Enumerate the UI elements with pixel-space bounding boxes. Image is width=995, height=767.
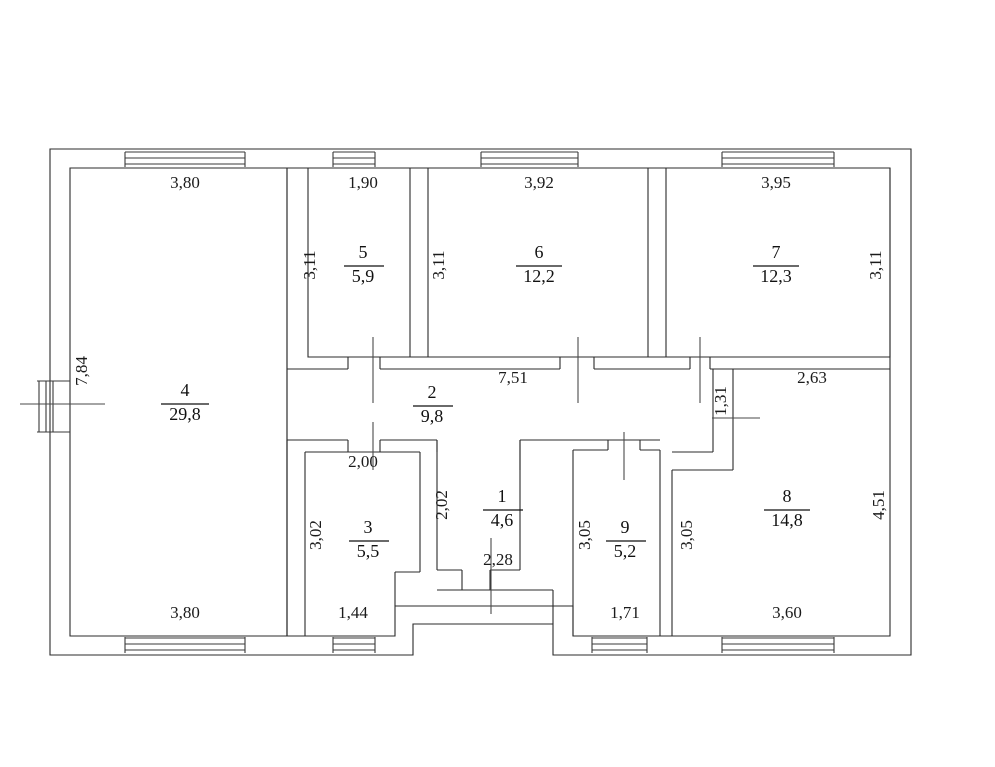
room-area: 12,3	[760, 266, 792, 286]
dim-room5-width: 1,90	[348, 173, 378, 192]
window-room4-top	[124, 151, 246, 167]
dim-room9-height-left: 3,05	[575, 520, 594, 550]
window-room3-bottom	[332, 637, 376, 653]
dim-room4-bottom-width: 3,80	[170, 603, 200, 622]
room-label-3: 35,5	[349, 517, 389, 561]
dim-corridor-length: 7,51	[498, 368, 528, 387]
room-number: 2	[428, 382, 437, 402]
dim-room4-top-width: 3,80	[170, 173, 200, 192]
room-area: 14,8	[771, 510, 803, 530]
room-label-5: 55,9	[344, 242, 384, 286]
room-label-9: 95,2	[606, 517, 646, 561]
dim-room1-width: 2,28	[483, 550, 513, 569]
room-area: 5,5	[357, 541, 380, 561]
dim-room3-top-width: 2,00	[348, 452, 378, 471]
dim-room1-height: 2,02	[432, 490, 451, 520]
room-1-outline	[436, 440, 554, 624]
dimension-labels: 3,80 3,80 7,84 1,90 3,11 3,92 3,11 3,95 3,11 7,51…	[72, 173, 888, 622]
dim-room8-bottom-width: 3,60	[772, 603, 802, 622]
entrance-door-left	[20, 380, 105, 433]
window-room7-top	[721, 151, 835, 167]
room-number: 1	[498, 486, 507, 506]
room-6-outline	[427, 168, 649, 358]
dim-room9-width: 1,71	[610, 603, 640, 622]
dim-room9-height-right: 3,05	[677, 520, 696, 550]
room-number: 8	[783, 486, 792, 506]
dim-passage-width: 1,31	[711, 386, 730, 416]
window-room8-bottom	[721, 637, 835, 653]
dim-room7-height: 3,11	[866, 250, 885, 279]
room-9-outline	[519, 439, 661, 636]
room-label-1: 14,6	[483, 486, 523, 530]
room-label-4: 429,8	[161, 380, 209, 424]
dim-room3-height: 3,02	[306, 520, 325, 550]
dim-room4-height: 7,84	[72, 356, 91, 386]
room-4-outline	[70, 167, 288, 637]
room-3-outline	[286, 439, 438, 636]
room-number: 9	[621, 517, 630, 537]
room-label-2: 29,8	[413, 382, 453, 426]
room-number: 5	[359, 242, 368, 262]
room-label-6: 612,2	[516, 242, 562, 286]
corridor-north-wall	[287, 356, 733, 370]
dim-room7-width: 3,95	[761, 173, 791, 192]
window-room9-bottom	[591, 637, 648, 653]
room-number: 4	[181, 380, 190, 400]
room-number: 3	[364, 517, 373, 537]
room-7-outline	[665, 168, 891, 358]
dim-room8-top-width: 2,63	[797, 368, 827, 387]
room-area: 29,8	[169, 404, 201, 424]
dim-room3-bottom-width: 1,44	[338, 603, 368, 622]
room-area: 12,2	[523, 266, 555, 286]
dim-room8-height: 4,51	[869, 490, 888, 520]
room-5-outline	[307, 168, 411, 358]
room-label-8: 814,8	[764, 486, 810, 530]
dim-room6-height: 3,11	[429, 250, 448, 279]
window-room6-top	[480, 151, 579, 167]
room-number: 6	[535, 242, 544, 262]
window-room4-bottom	[124, 637, 246, 653]
outer-walls	[49, 148, 912, 656]
dim-room5-height: 3,11	[300, 250, 319, 279]
room-area: 4,6	[491, 510, 514, 530]
window-room5-top	[332, 151, 376, 167]
room-area: 5,9	[352, 266, 375, 286]
door-axis-marks	[372, 337, 760, 614]
room-8-outline	[671, 368, 890, 636]
room-label-7: 712,3	[753, 242, 799, 286]
room-area: 9,8	[421, 406, 444, 426]
room-area: 5,2	[614, 541, 637, 561]
dim-room6-width: 3,92	[524, 173, 554, 192]
room-number: 7	[772, 242, 781, 262]
